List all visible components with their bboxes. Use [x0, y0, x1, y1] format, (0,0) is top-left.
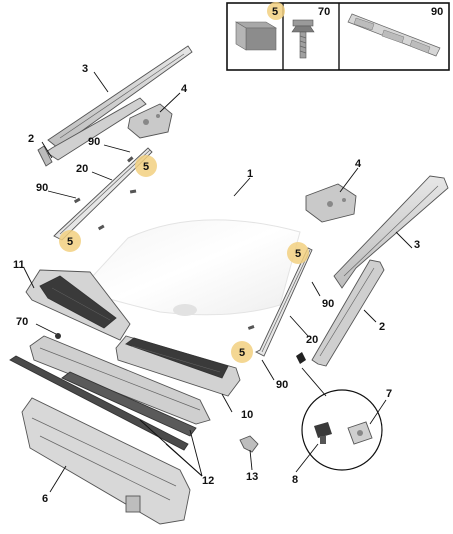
clip-strip-icon [347, 13, 441, 57]
callout-5-d: 5 [239, 347, 245, 359]
callout-2-left: 2 [28, 133, 34, 145]
callout-12: 12 [202, 475, 214, 487]
legend-highlight-5 [267, 2, 285, 20]
legend-label-5: 5 [272, 6, 278, 18]
callout-5-a: 5 [143, 161, 149, 173]
leader-lines [23, 71, 413, 493]
highlight-5-c [287, 242, 309, 264]
part-8-clip [314, 422, 332, 444]
lower-seal-strips [9, 355, 197, 451]
legend-label-90: 90 [431, 6, 443, 18]
right-scuttle-panel [115, 335, 241, 397]
callout-6: 6 [42, 493, 48, 505]
right-bracket [305, 183, 357, 223]
clip-13 [239, 435, 259, 453]
callout-labels: 3 4 2 90 5 20 90 5 1 4 3 5 90 2 20 5 90 … [13, 63, 420, 505]
callout-90-a: 90 [88, 136, 100, 148]
callout-5-c: 5 [295, 248, 301, 260]
callout-13: 13 [246, 471, 258, 483]
left-reveal-moulding [37, 97, 147, 167]
callout-3-left: 3 [82, 63, 88, 75]
callout-20-right: 20 [306, 334, 318, 346]
foam-block-icon [234, 21, 278, 51]
left-scuttle-panel [25, 269, 131, 341]
callout-4-left: 4 [181, 83, 188, 95]
detail-circle [301, 367, 383, 471]
callout-10: 10 [241, 409, 253, 421]
cowl-inner-panel [29, 333, 211, 425]
lower-cowl-panel [21, 397, 191, 525]
parts-legend: 5 70 90 [226, 2, 450, 71]
callout-11: 11 [13, 259, 25, 271]
callout-2-right: 2 [379, 321, 385, 333]
highlight-5-d [231, 341, 253, 363]
right-seal-strip [254, 247, 313, 357]
right-clip-detail [247, 325, 306, 364]
right-pillar-trim [333, 175, 449, 289]
legend-label-70: 70 [318, 6, 330, 18]
callout-90-c: 90 [322, 298, 334, 310]
left-bracket [127, 103, 173, 139]
callout-1: 1 [247, 168, 253, 180]
callout-3-right: 3 [414, 239, 420, 251]
part-7-nut [347, 421, 373, 445]
callout-90-b: 90 [36, 182, 48, 194]
callout-8: 8 [292, 474, 298, 486]
callout-90-d: 90 [276, 379, 288, 391]
detail-leader [301, 367, 327, 397]
screw-icon [291, 19, 315, 59]
highlight-5-a [135, 155, 157, 177]
callout-70: 70 [16, 316, 28, 328]
callout-7: 7 [386, 388, 392, 400]
callout-4-right: 4 [355, 158, 362, 170]
right-reveal-moulding [311, 259, 385, 367]
callout-5-b: 5 [67, 236, 73, 248]
windshield-glass [79, 219, 301, 316]
highlight-5-b [59, 230, 81, 252]
callout-20-left: 20 [76, 163, 88, 175]
left-pillar-trim [47, 45, 193, 149]
left-foam-pads [73, 156, 137, 231]
